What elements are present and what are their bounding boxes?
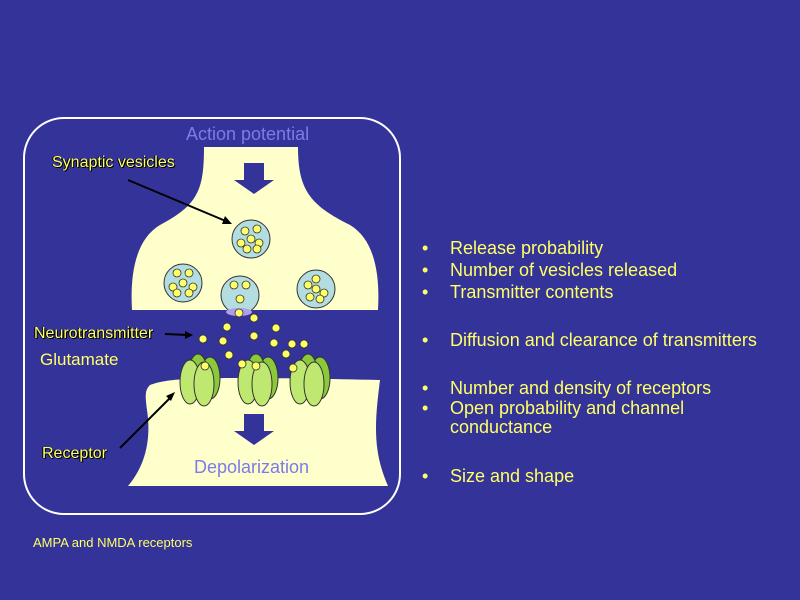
arrowhead-icon: [185, 331, 193, 339]
neurotransmitter-dot: [287, 339, 297, 349]
neurotransmitter-dot: [281, 349, 291, 359]
vesicle-content-dot: [311, 274, 321, 284]
synaptic-vesicles-label: Synaptic vesicles: [52, 154, 175, 171]
vesicle-content-dot: [241, 280, 251, 290]
neurotransmitter-dot: [234, 308, 244, 318]
footnote: AMPA and NMDA receptors: [33, 535, 193, 550]
vesicles: [163, 219, 336, 315]
arrowhead-icon: [166, 392, 175, 401]
action-potential-label: Action potential: [186, 124, 310, 144]
vesicle-content-dot: [229, 280, 239, 290]
vesicle-content-dot: [252, 224, 262, 234]
neurotransmitter-dot: [249, 331, 259, 341]
glutamate-label: Glutamate: [40, 350, 119, 369]
list-item: Size and shape: [420, 465, 800, 487]
vesicle-content-dot: [168, 282, 178, 292]
list-item: Transmitter contents: [420, 281, 800, 303]
neurotransmitter-dot: [222, 322, 232, 332]
vesicle-content-dot: [246, 234, 256, 244]
list-item: Open probability and channel conductance: [420, 399, 750, 437]
pointer-arrow: [119, 395, 173, 449]
down-arrow-icon: [234, 414, 274, 445]
neurotransmitter-dot: [269, 338, 279, 348]
list-item: Release probability: [420, 237, 800, 259]
arrowhead-icon: [222, 216, 232, 224]
vesicle-content-dot: [319, 288, 329, 298]
neurotransmitter-dot: [288, 363, 298, 373]
neurotransmitter-dot: [249, 313, 259, 323]
vesicle-content-dot: [184, 268, 194, 278]
neurotransmitter-dot: [271, 323, 281, 333]
vesicle-content-dot: [178, 278, 188, 288]
vesicle-content-dot: [172, 288, 182, 298]
vesicle-content-dot: [172, 268, 182, 278]
pointer-arrow: [127, 179, 229, 223]
diagram-frame: [23, 117, 401, 515]
pointer-arrow: [164, 333, 189, 336]
vesicle-content-dot: [311, 284, 321, 294]
neurotransmitter-dot: [237, 359, 247, 369]
vesicle-content-dot: [235, 294, 245, 304]
receptors: [179, 353, 331, 407]
neurotransmitter-dot: [218, 336, 228, 346]
neurotransmitter-molecules: [198, 308, 309, 373]
factor-list: Release probability Number of vesicles r…: [420, 237, 800, 487]
depolarization-label: Depolarization: [194, 457, 310, 477]
vesicle-content-dot: [315, 294, 325, 304]
neurotransmitter-dot: [299, 339, 309, 349]
neurotransmitter-dot: [251, 361, 261, 371]
neurotransmitter-dot: [224, 350, 234, 360]
down-arrow-icon: [234, 163, 274, 194]
vesicle-content-dot: [184, 288, 194, 298]
neurotransmitter-label: Neurotransmitter: [34, 325, 154, 342]
vesicle-content-dot: [240, 226, 250, 236]
list-item: Number of vesicles released: [420, 259, 800, 281]
neurotransmitter-dot: [200, 361, 210, 371]
vesicle-content-dot: [188, 282, 198, 292]
vesicle-content-dot: [303, 280, 313, 290]
vesicle-content-dot: [252, 244, 262, 254]
neurotransmitter-dot: [198, 334, 208, 344]
list-item: Number and density of receptors: [420, 377, 800, 399]
vesicle-content-dot: [242, 244, 252, 254]
vesicle-content-dot: [305, 292, 315, 302]
receptor-subunit: [251, 361, 273, 407]
list-item: Diffusion and clearance of transmitters: [420, 329, 800, 351]
receptor-subunit: [303, 361, 325, 407]
vesicle-content-dot: [236, 238, 246, 248]
receptor-label: Receptor: [42, 445, 107, 462]
